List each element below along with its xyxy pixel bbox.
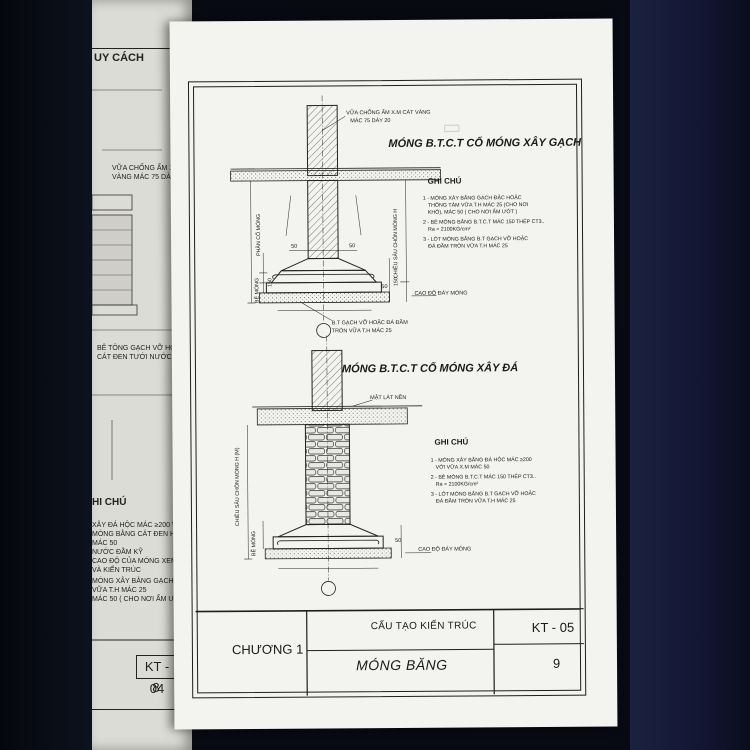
dim-150-b: 150: [393, 277, 400, 286]
drawing1-note-3: 2 - BÊ MÓNG BẰNG B.T.C.T MÁC 150 THÉP CT…: [422, 218, 545, 226]
sheet-title: MÓNG BĂNG: [355, 656, 448, 674]
back-ghi-chu: HI CHÚ: [92, 497, 127, 508]
back-page-code: KT - 04: [136, 655, 178, 696]
back-label-2: VÀNG MÁC 75 DÀY 20: [112, 174, 186, 181]
back-page-number: 8: [152, 680, 160, 695]
main-page: ▭: [169, 18, 618, 730]
label-bt-gach: B.T GẠCH VỠ HOẶC ĐÁ ĐẦM: [331, 319, 408, 327]
label-cao-do-1: CAO ĐỘ ĐÁY MÓNG: [414, 290, 468, 297]
dim-50-b: 50: [349, 243, 356, 250]
drawing2-note-0: 1 - MÓNG XÂY BẰNG ĐÁ HỘC MÁC ≥200: [430, 457, 532, 464]
back-note-3: NƯỚC ĐẦM KỸ: [92, 549, 143, 556]
background-right: [630, 0, 750, 750]
drawing1-note-6: ĐÁ ĐẦM TRÒN VỮA T.H MÁC 25: [428, 243, 508, 250]
drawing2-note-4: 3 - LÓT MÓNG BẰNG B.T GẠCH VỠ HOẶC: [430, 491, 536, 498]
label-cao-do-2: CAO ĐỘ ĐÁY MÓNG: [418, 546, 472, 553]
label-be-mong-2: BỀ MÓNG: [251, 530, 258, 556]
back-page-title: UY CÁCH: [94, 52, 144, 64]
back-note-8: MÁC 50 ( CHO NƠI ẨM ƯỚT ): [92, 596, 189, 603]
label-chieu-sau-2: CHIỀU SÂU CHÔN MÓNG H (M): [234, 447, 242, 527]
back-note-7: VỮA T.H MÁC 25: [92, 587, 147, 594]
back-page-drawing: [92, 89, 182, 641]
title-block: CHƯƠNG 1 CẤU TẠO KIẾN TRÚC MÓNG BĂNG KT …: [195, 608, 581, 693]
drawing1-ghi-chu: GHI CHÚ: [427, 176, 462, 186]
label-chong-am-2: MÁC 75 DÀY 20: [350, 118, 391, 125]
label-chieu-sau-1: CHIỀU SÂU CHÔN MÓNG H: [392, 208, 400, 278]
dim-50-d: 50: [395, 537, 402, 544]
drawing2-note-2: 2 - BÊ MÓNG B.T.C.T MÁC 150 THÉP CT3..: [430, 474, 536, 481]
drawing2-title: MÓNG B.T.C.T CỔ MÓNG XÂY ĐÁ: [341, 362, 519, 376]
label-chong-am: VỮA CHỐNG ẨM X.M CÁT VÀNG: [346, 109, 431, 117]
dim-150-a: 150: [267, 277, 274, 287]
back-note-6: MÓNG XÂY BẰNG GẠCH ĐẶC: [92, 578, 191, 585]
drawing1-section: [230, 95, 442, 338]
chapter-label: CHƯƠNG 1: [231, 641, 304, 658]
dim-50-c: 50: [381, 284, 388, 291]
drawing2-ghi-chu: GHI CHÚ: [434, 437, 469, 447]
label-mat-lat: MẶT LÁT NỀN: [370, 394, 407, 402]
page-number: 9: [552, 655, 561, 671]
dim-50-a: 50: [291, 243, 298, 250]
drawing2-section: [244, 335, 432, 596]
sheet-code: KT - 05: [531, 619, 575, 636]
label-bt-gach-2: TRÒN VỮA T.H MÁC 25: [331, 328, 392, 335]
back-note-5: VÀ KIẾN TRÚC: [92, 567, 141, 574]
drawing1-note-4: Ra = 2100KG/cm²: [427, 226, 471, 233]
back-label-1: VỮA CHỐNG ẨM X.M CÁT: [112, 165, 198, 172]
back-label-3: BÊ TÔNG GẠCH VỠ HOẶC: [97, 345, 186, 352]
background-left: [0, 0, 100, 750]
back-note-1: MÓNG BẰNG CÁT ĐEN HẠT TRUNG: [92, 531, 211, 538]
drawing1-note-2: KHÔ), MÁC 50 ( CHO NƠI ẨM ƯỚT ): [427, 209, 518, 216]
drawing1-note-5: 3 - LÓT MÓNG BẰNG B.T GẠCH VỠ HOẶC: [423, 236, 529, 243]
category-label: CẤU TẠO KIẾN TRÚC: [370, 620, 477, 633]
drawing2-note-1: VỚI VỮA X.M MÁC 50: [435, 464, 490, 471]
back-note-4: CAO ĐỘ CỦA MÓNG XEM BẢN VẼ: [92, 558, 205, 565]
drawing2-note-3: Ra = 2100KG/cm²: [435, 481, 479, 488]
drawing2-note-5: ĐÁ ĐẦM TRÒN VỮA T.H MÁC 25: [435, 498, 516, 505]
foundation-drawings: [195, 95, 584, 696]
label-be-mong-1: BỀ MÓNG: [254, 277, 261, 303]
back-note-0: XÂY ĐÁ HỘC MÁC ≥200 VỚI: [92, 522, 185, 529]
back-label-4: CÁT ĐEN TƯỚI NƯỚC ĐẦM KỸ: [97, 354, 201, 361]
back-note-2: MÁC 50: [92, 540, 118, 547]
label-phan-co-mong: PHẦN CỔ MÓNG: [255, 213, 263, 256]
drawing1-title: MÓNG B.T.C.T CỔ MÓNG XÂY GẠCH: [388, 136, 582, 151]
